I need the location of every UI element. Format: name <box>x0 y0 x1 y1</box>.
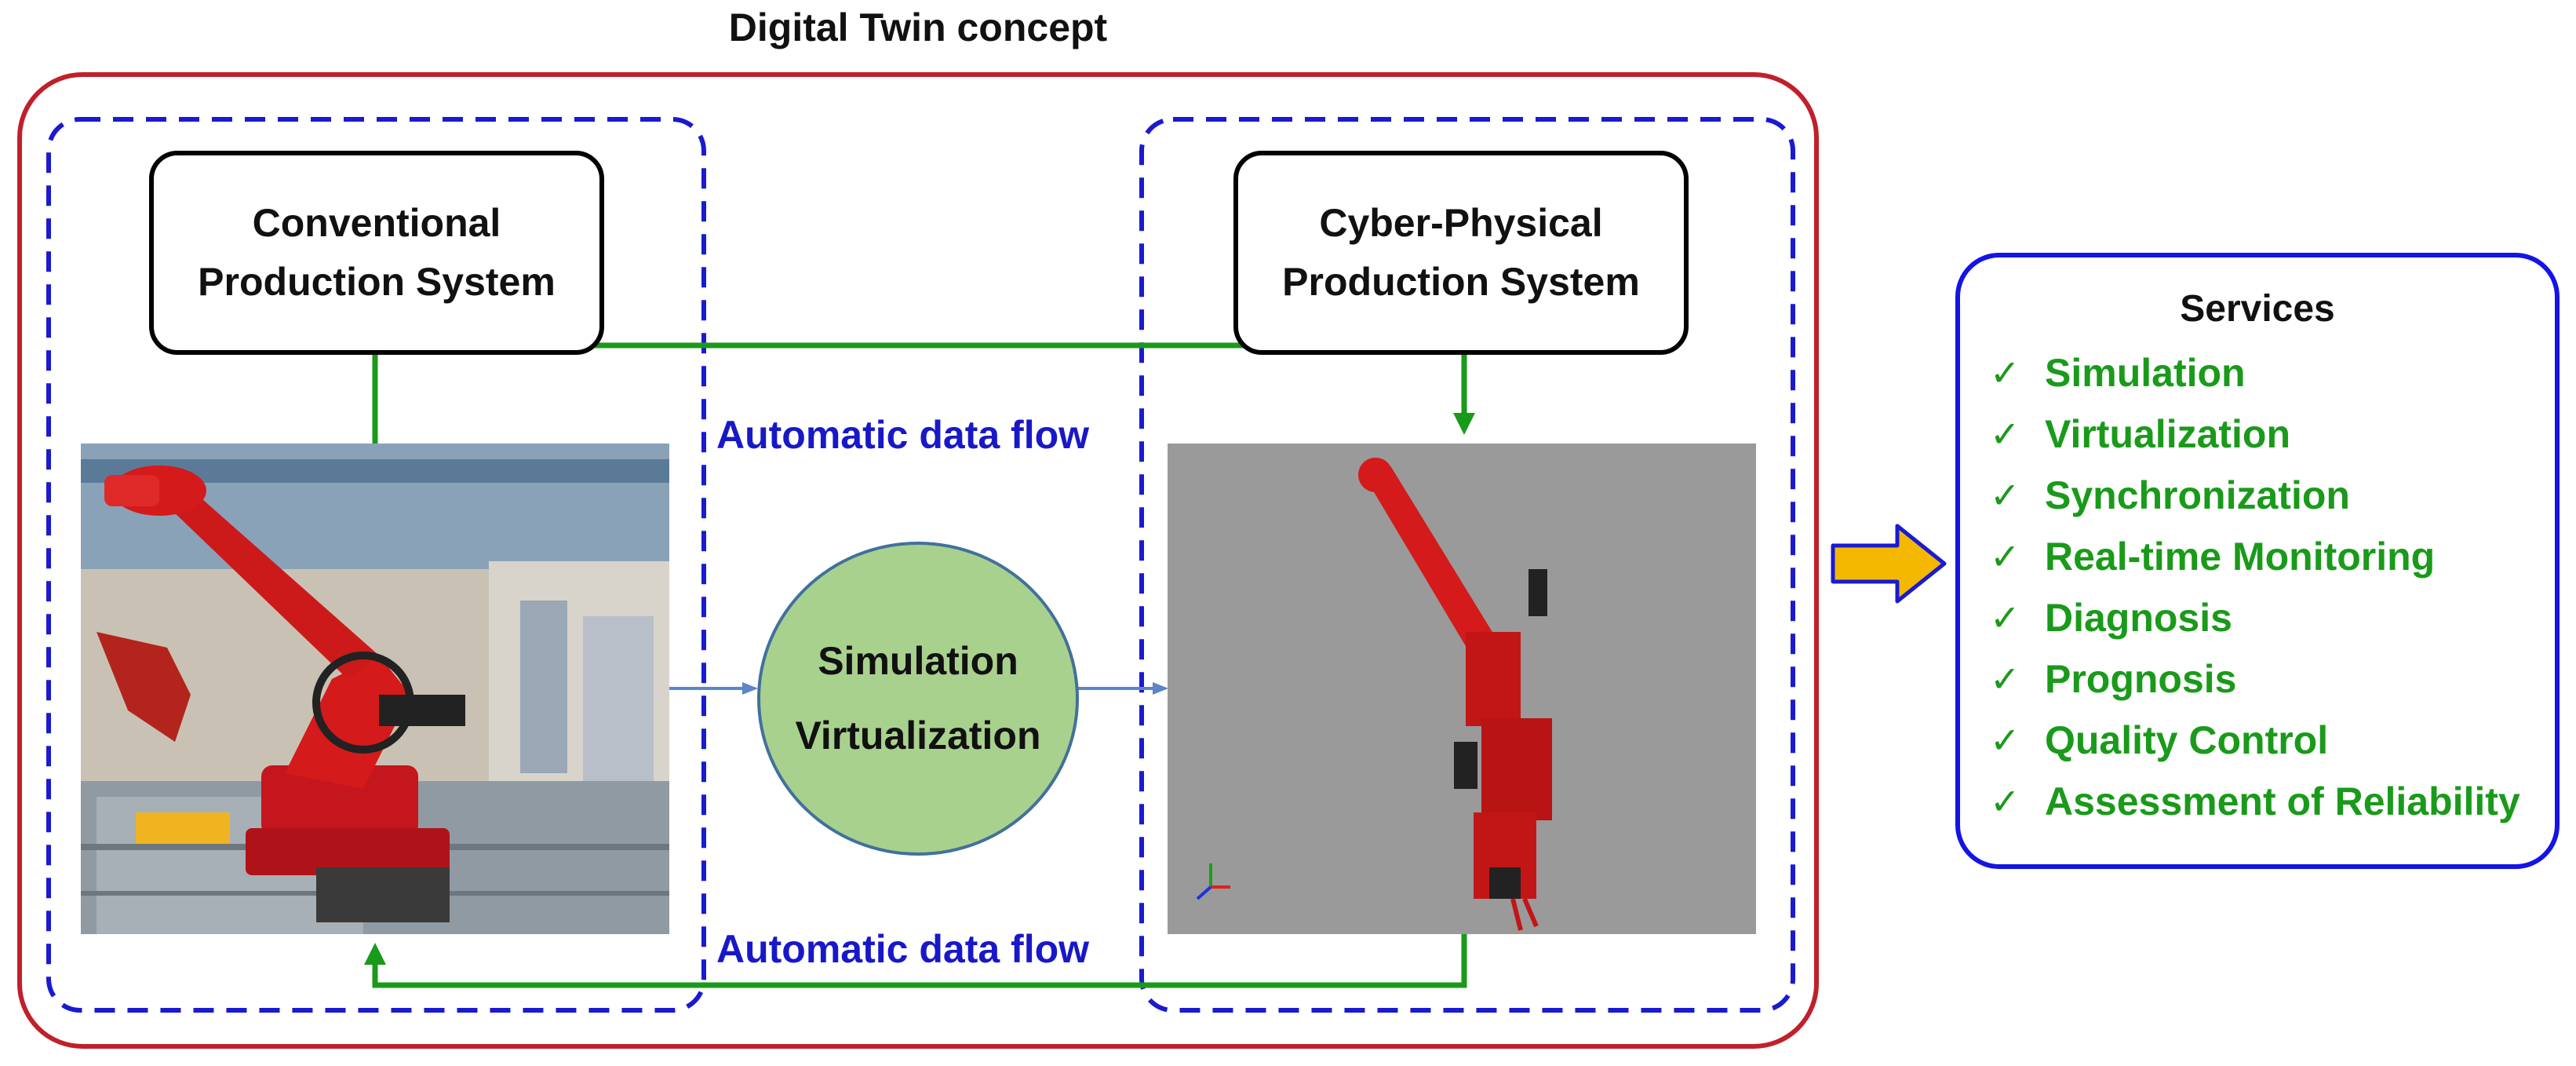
service-label: Quality Control <box>2045 718 2329 762</box>
bottom-flow-label: Automatic data flow <box>710 926 1096 972</box>
service-item: ✓ Assessment of Reliability <box>1990 771 2520 832</box>
service-label: Real-time Monitoring <box>2045 535 2436 579</box>
service-item: ✓ Diagnosis <box>1990 587 2520 648</box>
service-label: Synchronization <box>2045 473 2350 517</box>
service-label: Simulation <box>2045 351 2246 395</box>
service-item: ✓ Real-time Monitoring <box>1990 526 2520 587</box>
check-icon: ✓ <box>1990 720 2020 761</box>
cyber-robot-model <box>1168 444 1756 934</box>
services-list: ✓ Simulation ✓ Virtualization ✓ Synchroniza… <box>1990 342 2520 832</box>
physical-robot-photo <box>81 444 669 934</box>
check-icon: ✓ <box>1990 781 2020 822</box>
check-icon: ✓ <box>1990 475 2020 516</box>
top-flow-arrow <box>372 342 1475 444</box>
service-item: ✓ Synchronization <box>1990 465 2520 526</box>
service-label: Prognosis <box>2045 657 2237 701</box>
cyber-physical-system-box: Cyber-Physical Production System <box>1233 151 1689 355</box>
top-flow-label: Automatic data flow <box>710 412 1096 458</box>
simulation-node-line1: Simulation <box>818 639 1018 683</box>
services-block-arrow <box>1831 524 1947 604</box>
service-label: Virtualization <box>2045 412 2291 456</box>
digital-twin-container <box>17 72 1819 1049</box>
simulation-node: Simulation Virtualization <box>757 542 1079 856</box>
service-label: Assessment of Reliability <box>2045 779 2520 823</box>
check-icon: ✓ <box>1990 536 2020 577</box>
simulation-node-line2: Virtualization <box>795 714 1041 758</box>
check-icon: ✓ <box>1990 414 2020 455</box>
check-icon: ✓ <box>1990 597 2020 638</box>
service-item: ✓ Prognosis <box>1990 648 2520 710</box>
diagram-title: Digital Twin concept <box>728 5 1108 49</box>
service-item: ✓ Virtualization <box>1990 403 2520 465</box>
services-box: Services ✓ Simulation ✓ Virtualization ✓ Sy… <box>1955 253 2560 869</box>
bottom-flow-arrow <box>364 934 1467 988</box>
service-item: ✓ Simulation <box>1990 342 2520 403</box>
check-icon: ✓ <box>1990 659 2020 699</box>
service-item: ✓ Quality Control <box>1990 710 2520 771</box>
conventional-system-box: Conventional Production System <box>149 151 604 355</box>
services-title: Services <box>2180 288 2335 330</box>
physical-region <box>46 117 706 1013</box>
check-icon: ✓ <box>1990 352 2020 393</box>
service-label: Diagnosis <box>2045 596 2232 640</box>
